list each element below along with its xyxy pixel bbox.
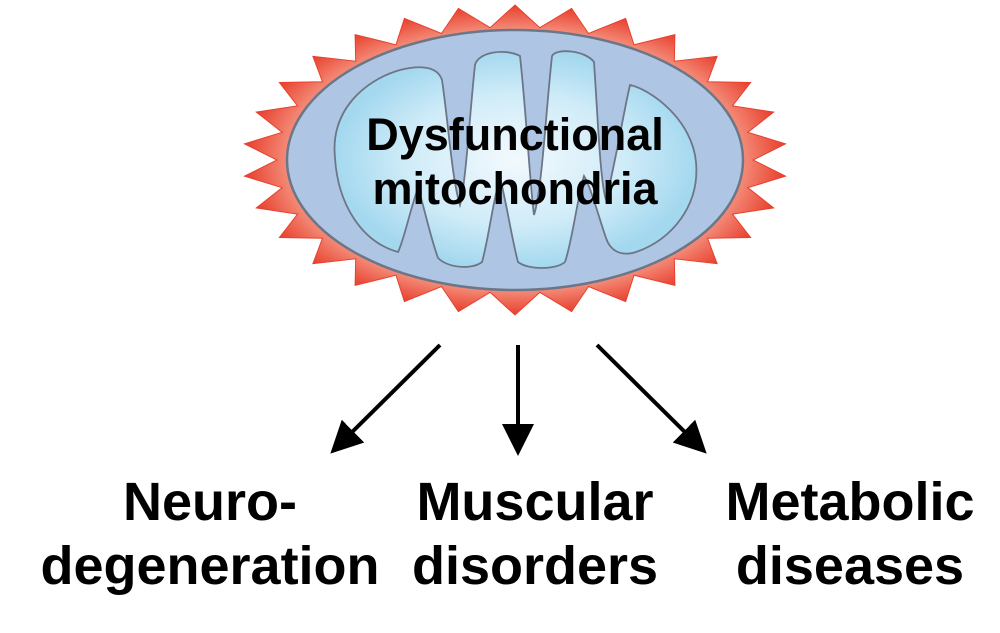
outcome-label-line-2: disorders: [411, 536, 659, 596]
outcome-label-line-2: diseases: [735, 536, 965, 596]
outcome-neurodegeneration: Neuro- degeneration: [40, 470, 380, 598]
outcome-label-line-1: Metabolic: [725, 472, 975, 532]
outcome-muscular-disorders: Muscular disorders: [395, 470, 675, 598]
center-label-line-2: mitochondria: [372, 163, 658, 214]
arrow-to-neurodegeneration: [330, 343, 442, 454]
outcome-label-line-1: Muscular: [416, 472, 654, 532]
dysfunctional-mitochondria-label: Dysfunctional mitochondria: [315, 108, 715, 216]
center-label-line-1: Dysfunctional: [366, 109, 664, 160]
inner-membrane-matrix: [333, 50, 698, 269]
arrow-to-metabolic-diseases: [595, 343, 707, 454]
outcome-label-line-2: degeneration: [40, 536, 380, 596]
outcome-metabolic-diseases: Metabolic diseases: [700, 470, 1000, 598]
outcome-label-line-1: Neuro-: [123, 472, 297, 532]
